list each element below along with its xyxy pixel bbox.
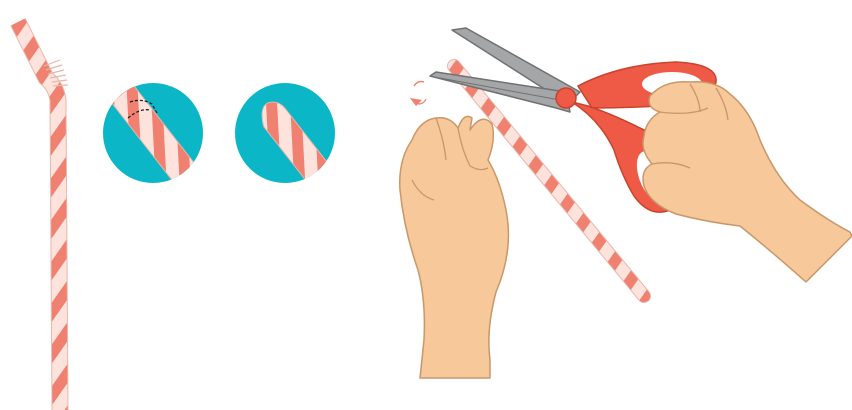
right-hand-icon: [643, 82, 852, 282]
straw-tip-cut-guide-icon: [103, 83, 207, 197]
straw-tip-pointed-icon: [235, 83, 352, 212]
straw-clipping-icon: [410, 82, 426, 107]
left-hand-icon: [400, 116, 509, 378]
bendy-straw-icon: [18, 22, 68, 410]
